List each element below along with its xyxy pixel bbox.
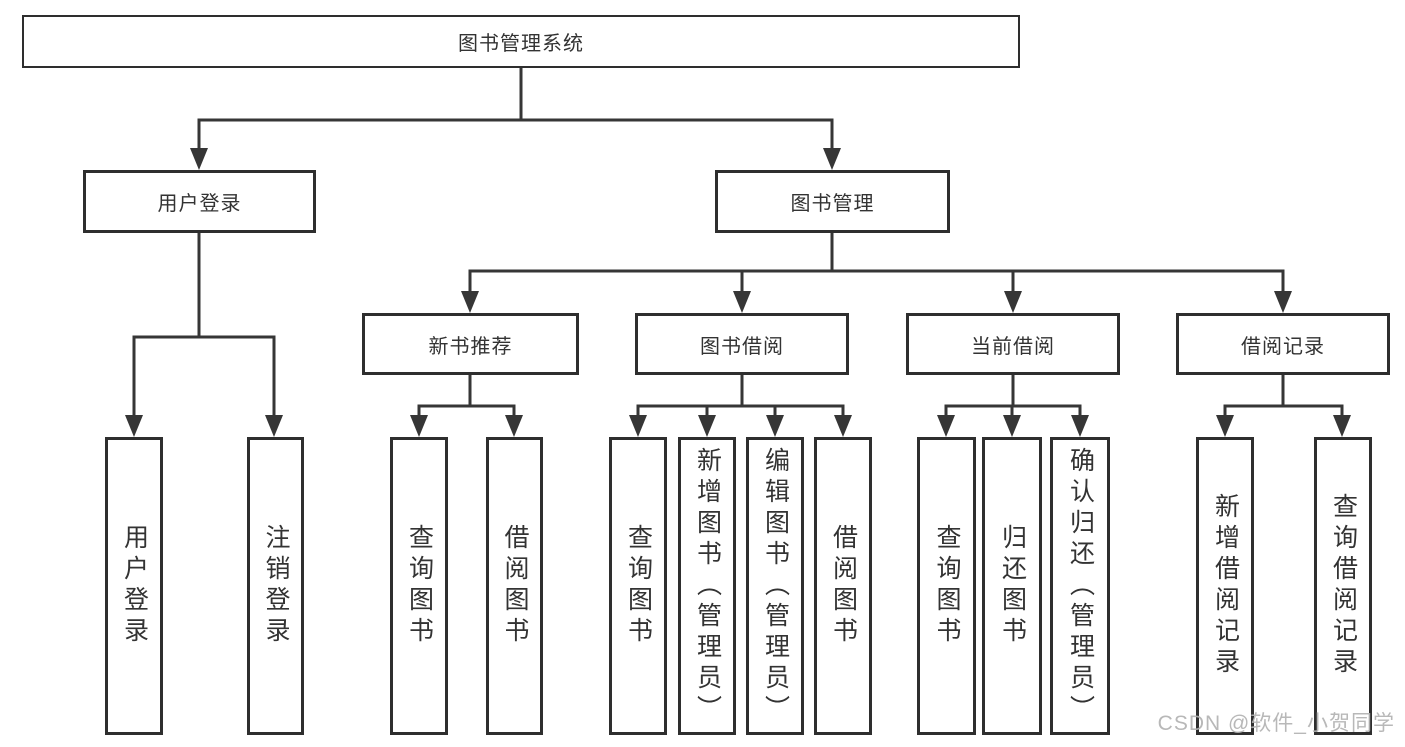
node-label: 用户登录 <box>157 193 242 215</box>
node-label: 借阅记录 <box>1241 335 1325 358</box>
leaf-confirm-return-admin: 确认归还（管理员） <box>1050 437 1110 735</box>
leaf-add-books-admin: 新增图书（管理员） <box>678 437 736 735</box>
node-library-management-system: 图书管理系统 <box>22 15 1020 68</box>
node-user-login: 用户登录 <box>83 170 316 233</box>
node-label: 新书推荐 <box>428 335 513 358</box>
node-label: 用户登录 <box>120 524 149 648</box>
node-book-management: 图书管理 <box>715 170 950 233</box>
leaf-add-borrow-record: 新增借阅记录 <box>1196 437 1254 735</box>
node-label: 图书管理系统 <box>458 33 584 55</box>
leaf-borrow-books: 借阅图书 <box>814 437 872 735</box>
node-label: 查询图书 <box>624 524 653 648</box>
node-new-book-recommend: 新书推荐 <box>362 313 579 375</box>
node-label: 注销登录 <box>262 524 290 648</box>
node-label: 借阅图书 <box>501 524 529 648</box>
node-label: 图书借阅 <box>700 335 784 358</box>
node-label: 编辑图书（管理员） <box>761 446 790 726</box>
leaf-user-login: 用户登录 <box>105 437 163 735</box>
leaf-return-books: 归还图书 <box>982 437 1042 735</box>
csdn-watermark: CSDN @软件_小贺同学 <box>1157 712 1395 735</box>
node-label: 查询借阅记录 <box>1329 493 1358 679</box>
leaf-query-books-borrow: 查询图书 <box>609 437 667 735</box>
node-label: 确认归还（管理员） <box>1066 446 1095 726</box>
node-label: 查询图书 <box>405 524 434 648</box>
node-label: 借阅图书 <box>829 524 858 648</box>
leaf-logout: 注销登录 <box>247 437 304 735</box>
node-label: 图书管理 <box>790 193 875 215</box>
leaf-query-books-recommend: 查询图书 <box>390 437 448 735</box>
node-label: 当前借阅 <box>971 335 1055 358</box>
leaf-query-books-current: 查询图书 <box>917 437 976 735</box>
leaf-edit-books-admin: 编辑图书（管理员） <box>746 437 804 735</box>
arrowheads <box>125 148 1351 437</box>
node-current-borrowing: 当前借阅 <box>906 313 1120 375</box>
leaf-borrow-books-recommend: 借阅图书 <box>486 437 543 735</box>
node-borrowing-records: 借阅记录 <box>1176 313 1390 375</box>
node-label: 归还图书 <box>998 524 1027 648</box>
node-label: 查询图书 <box>933 524 961 648</box>
node-label: 新增图书（管理员） <box>693 446 722 726</box>
node-label: 新增借阅记录 <box>1211 493 1240 679</box>
leaf-query-borrow-record: 查询借阅记录 <box>1314 437 1372 735</box>
node-book-borrowing: 图书借阅 <box>635 313 849 375</box>
